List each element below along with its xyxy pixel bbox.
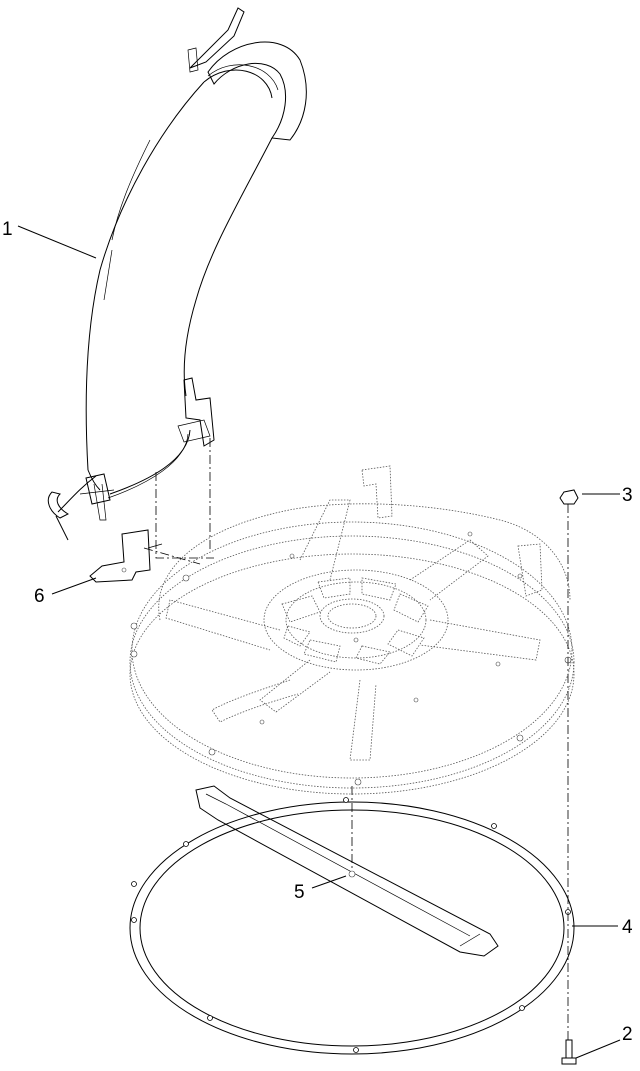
callout-4: 4 <box>622 917 633 938</box>
skirt-ring[interactable] <box>129 797 575 1055</box>
callout-5: 5 <box>294 882 305 903</box>
assembly-centerlines <box>143 438 569 1040</box>
bolt[interactable] <box>561 1039 577 1065</box>
callout-1: 1 <box>2 219 13 240</box>
leader-lines <box>17 225 621 1059</box>
nut[interactable] <box>559 489 579 505</box>
callout-2: 2 <box>622 1024 633 1045</box>
cutting-blade[interactable] <box>195 785 499 957</box>
callout-6: 6 <box>34 586 45 607</box>
discharge-chute[interactable] <box>47 7 307 541</box>
deck-housing <box>129 465 575 795</box>
baffle-plate[interactable] <box>89 529 163 583</box>
callout-3: 3 <box>622 485 633 506</box>
